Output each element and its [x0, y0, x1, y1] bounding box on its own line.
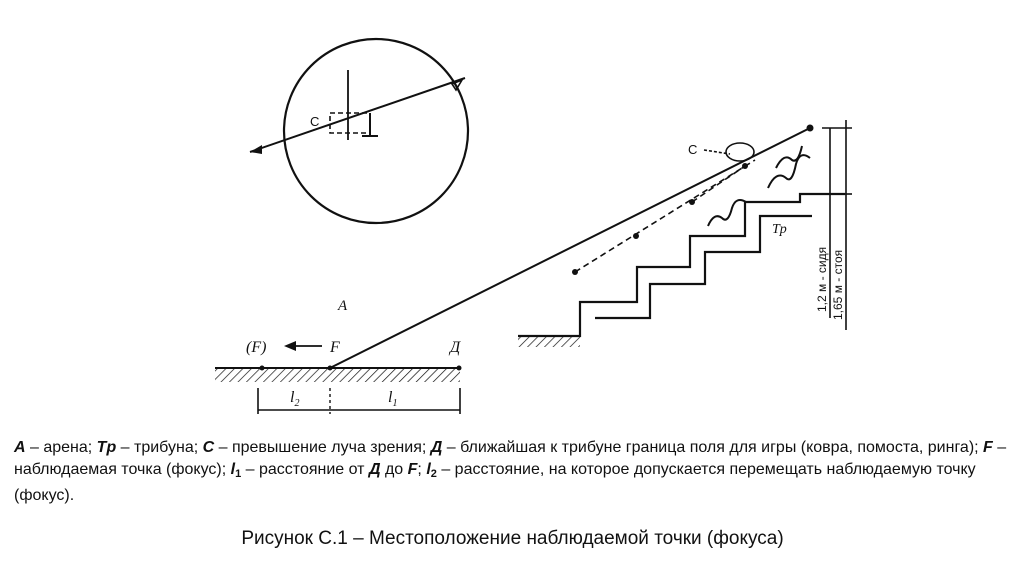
dimension-lines: l2 l1: [257, 388, 461, 414]
legend-l1-d: Д: [368, 461, 381, 478]
legend-key-a: A: [14, 439, 26, 456]
spectator-silhouettes: [707, 145, 811, 227]
c-marker: C: [688, 142, 755, 162]
label-f: F: [329, 339, 340, 356]
legend-l1-f: F: [407, 461, 418, 478]
label-standing: 1,65 м - стоя: [831, 250, 845, 320]
legend-key-f: F: [983, 439, 993, 456]
zoom-circle: C: [249, 37, 470, 225]
legend-sub-l1: 1: [235, 468, 242, 480]
legend-l1-end: ;: [417, 461, 427, 478]
focus-move-arrow: [284, 341, 322, 351]
legend-text-c: – превышение луча зрения;: [214, 439, 431, 456]
label-l1: l1: [388, 389, 397, 409]
legend-key-l2: l: [426, 461, 431, 478]
label-d: Д: [448, 339, 461, 356]
height-dimensions: [822, 120, 852, 330]
label-f-moved: (F): [246, 339, 266, 356]
legend-text-f: – наблюдаемая точка (фокус);: [14, 439, 1007, 478]
label-c-stand: C: [688, 142, 697, 157]
label-l2: l2: [290, 389, 299, 409]
legend-key-d: Д: [430, 439, 443, 456]
legend-text-l2: – расстояние, на которое допускается пер…: [14, 461, 976, 504]
legend-key-l1: l: [230, 461, 236, 478]
main-sight-line: [329, 127, 811, 369]
legend-key-tp: Tp: [96, 439, 117, 456]
legend-text-d: – ближайшая к трибуне граница поля для и…: [442, 439, 984, 456]
label-arena: A: [337, 298, 348, 314]
legend-sub-l2: 2: [430, 468, 437, 480]
figure-caption: Рисунок С.1 – Местоположение наблюдаемой…: [241, 528, 784, 549]
label-c-circle: C: [310, 114, 319, 129]
legend-text-l1: – расстояние от: [241, 461, 369, 478]
legend-key-c: C: [202, 439, 215, 456]
label-sitting: 1,2 м - сидя: [815, 247, 829, 312]
spectator-sightlines: [572, 124, 814, 275]
stands: [518, 192, 845, 338]
arena-floor: [215, 365, 462, 382]
arena-sightline-diagram: C l2 l1 A (F) F Д: [215, 37, 852, 414]
legend-l1-to: до: [380, 461, 408, 478]
legend-text-tp: – трибуна;: [116, 439, 203, 456]
label-tribune: Tp: [772, 222, 787, 237]
legend-text-a: – арена;: [25, 439, 97, 456]
figure-legend: A – арена; Tp – трибуна; C – превышение …: [14, 437, 1014, 507]
